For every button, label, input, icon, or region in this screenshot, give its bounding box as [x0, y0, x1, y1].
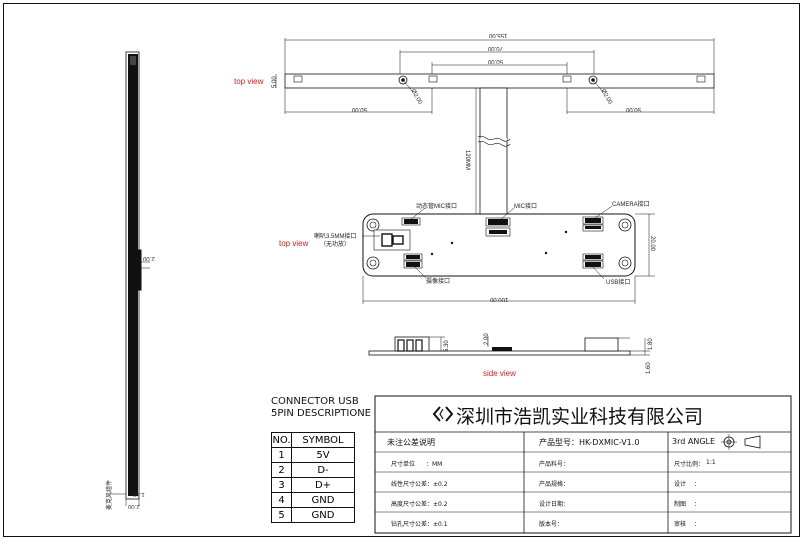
product-spec: 产品规格： [539, 481, 570, 488]
table-row: 4 GND [271, 492, 355, 508]
scale-value: 1:1 [706, 459, 716, 466]
dim-side-180: 1.80 [648, 338, 654, 350]
pin-no: 4 [271, 492, 292, 508]
label-mic: MIC接口 [514, 204, 537, 210]
label-camera: CAMERA接口 [612, 202, 650, 208]
pin-no: 1 [271, 447, 292, 463]
top-view-label-1: top view [234, 77, 264, 86]
pin-table: NO. SYMBOL 1 5V 2 D- 3 D+ 4 GND 5 GND [271, 432, 355, 523]
designer-colon: ： [694, 481, 701, 488]
design-date: 设计日期： [539, 501, 570, 508]
header-no: NO. [271, 432, 292, 448]
dim-bottom-160: 1.60 [133, 491, 145, 497]
drawing-frame [3, 3, 800, 537]
reviewer-colon: ： [694, 521, 701, 528]
table-row: 5 GND [271, 507, 355, 523]
left-part-label: 麦克风组件 [107, 479, 113, 510]
dim-side-530: 5.30 [444, 340, 450, 352]
tolerance-title: 未注公差说明 [387, 438, 435, 447]
pin-symbol: 5V [291, 447, 355, 463]
dim-right-offset: 50.00 [626, 106, 642, 112]
pin-table-header: NO. SYMBOL [271, 432, 355, 448]
unit-label: 尺寸单位 [391, 461, 416, 468]
label-usb: USB接口 [606, 280, 631, 286]
drawer-label: 制图 [674, 501, 687, 508]
side-view [368, 336, 650, 356]
side-view-label: side view [483, 369, 516, 378]
label-camera-port: 摄像接口 [426, 279, 451, 285]
height-tolerance: 高度尺寸公差：±0.2 [391, 501, 448, 508]
dim-pcb-height: 20.00 [649, 236, 655, 252]
version-number: 版本号： [539, 521, 564, 528]
drawer-colon: ： [694, 501, 701, 508]
drill-tolerance: 钻孔尺寸公差：±0.1 [391, 521, 448, 528]
dim-side-200: 2.00 [484, 333, 490, 345]
designer-label: 设计 [674, 481, 687, 488]
dim-height-left: 5.00 [272, 76, 278, 88]
pin-symbol: GND [291, 492, 355, 508]
label-speaker-note: （无功放） [320, 242, 351, 248]
reviewer-label: 审核 [674, 521, 687, 528]
label-dynamic-mic: 动态管MIC接口 [416, 204, 457, 210]
pin-symbol: D- [291, 462, 355, 478]
connector-title-line1: CONNECTOR USB [271, 396, 359, 407]
pin-no: 5 [271, 507, 292, 523]
top-view-label-2: top view [279, 239, 309, 248]
top-view-pcb [362, 205, 655, 304]
table-row: 1 5V [271, 447, 355, 463]
dim-cable-length: 120MM [464, 150, 470, 171]
dim-pcb-length: 100.00 [490, 296, 509, 302]
dim-overall-top: 155.00 [489, 32, 508, 38]
dim-left-200: 2.00 [143, 255, 155, 261]
left-strip-part [110, 51, 150, 506]
pin-symbol: GND [291, 507, 355, 523]
header-symbol: SYMBOL [291, 432, 355, 448]
title-block-grid [374, 395, 792, 534]
top-view-bar [275, 38, 715, 114]
linear-tolerance: 线性尺寸公差：±0.2 [391, 481, 448, 488]
model-number: 产品型号：HK-DXMIC-V1.0 [539, 438, 640, 447]
dim-left-offset: 50.00 [352, 106, 368, 112]
company-name: 深圳市浩凯实业科技有限公司 [456, 406, 704, 428]
pin-no: 3 [271, 477, 292, 493]
table-row: 3 D+ [271, 477, 355, 493]
company-logo-icon [432, 406, 454, 422]
projection-angle: 3rd ANGLE [672, 437, 716, 446]
scale-label: 尺寸比例： [674, 461, 705, 468]
connector-title: CONNECTOR USB 5PIN DESCRIPTIONE [271, 396, 371, 420]
label-speaker: 喇叭3.5MM接口 [314, 234, 357, 240]
table-row: 2 D- [271, 462, 355, 478]
unit-value: ：MM [426, 461, 443, 468]
pin-no: 2 [271, 462, 292, 478]
connector-title-line2: 5PIN DESCRIPTIONE [271, 408, 372, 419]
dim-mic-span: 70.00 [488, 45, 504, 51]
pin-symbol: D+ [291, 477, 355, 493]
dim-inner-span: 50.00 [488, 58, 504, 64]
dim-side-160: 1.60 [646, 362, 652, 374]
material-number: 产品料号： [539, 461, 570, 468]
projection-symbol-icon [721, 434, 761, 450]
cable [475, 87, 511, 216]
dim-bottom-200: 2.00 [128, 503, 140, 509]
